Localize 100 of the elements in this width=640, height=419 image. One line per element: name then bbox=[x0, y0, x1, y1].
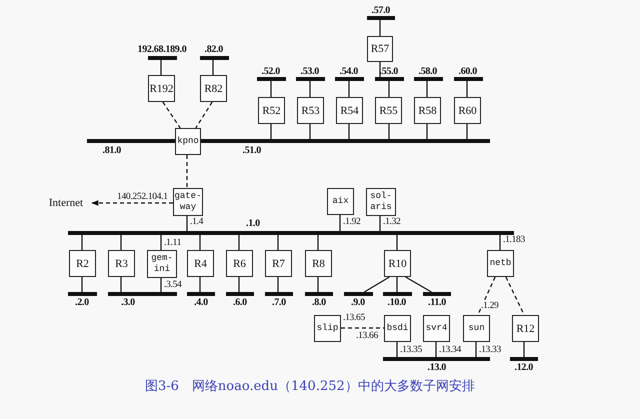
link-line bbox=[270, 124, 272, 139]
subnet-label: .9.0 bbox=[351, 297, 365, 308]
host-box: gem- ini bbox=[147, 250, 177, 278]
figure-caption: 图3-6 网络noao.edu（140.252）中的大多数子网安排 bbox=[145, 378, 475, 395]
subnet-label: .60.0 bbox=[458, 66, 478, 77]
address-label: .13.66 bbox=[356, 331, 378, 341]
edge-label: .13.35 bbox=[400, 345, 422, 355]
link-line bbox=[477, 276, 496, 316]
link-line bbox=[201, 139, 204, 143]
link-line bbox=[120, 277, 122, 292]
edge-label: .13.33 bbox=[479, 345, 501, 355]
subnet-label: .12.0 bbox=[514, 362, 534, 373]
link-line bbox=[172, 139, 175, 143]
link-line bbox=[475, 342, 477, 357]
host-box: R82 bbox=[200, 75, 227, 102]
subnet-label: .57.0 bbox=[372, 5, 390, 16]
edge-label: 140.252.104.1 bbox=[117, 192, 168, 202]
subnet-label: .55.0 bbox=[380, 66, 398, 77]
subnet-label: .58.0 bbox=[418, 66, 438, 77]
link-line bbox=[309, 81, 311, 97]
link-line bbox=[277, 235, 279, 250]
link-line bbox=[309, 124, 311, 139]
host-box: R2 bbox=[69, 250, 96, 277]
link-line bbox=[435, 342, 437, 357]
subnet-label: .54.0 bbox=[340, 66, 358, 77]
link-line bbox=[523, 342, 525, 357]
link-line bbox=[466, 124, 468, 139]
link-line bbox=[160, 60, 162, 75]
link-line bbox=[195, 102, 213, 128]
host-box: gate- way bbox=[173, 188, 203, 216]
subnet-label: 192.68.189.0 bbox=[138, 44, 186, 55]
address-label: .13.65 bbox=[343, 313, 365, 323]
edge-label: .13.34 bbox=[439, 345, 461, 355]
link-line bbox=[238, 277, 240, 292]
link-line bbox=[426, 124, 428, 139]
link-line bbox=[212, 60, 214, 75]
host-box: R57 bbox=[367, 36, 393, 62]
subnet-label: .51.0 bbox=[242, 145, 262, 156]
subnet-label: .81.0 bbox=[102, 145, 122, 156]
link-line bbox=[199, 277, 201, 292]
link-line bbox=[388, 124, 390, 139]
link-line bbox=[341, 327, 384, 329]
arrow bbox=[91, 200, 173, 206]
subnet-label: .13.0 bbox=[428, 362, 446, 373]
link-line bbox=[379, 216, 381, 231]
link-line bbox=[364, 276, 390, 293]
link-line bbox=[199, 235, 201, 250]
subnet-label: .53.0 bbox=[300, 66, 320, 77]
host-box: sun bbox=[463, 315, 490, 342]
edge-label: .1.11 bbox=[164, 238, 182, 248]
link-line bbox=[505, 276, 525, 316]
link-line bbox=[120, 235, 122, 250]
link-line bbox=[81, 277, 83, 292]
link-line bbox=[270, 81, 272, 97]
link-line bbox=[379, 20, 381, 36]
link-line bbox=[186, 216, 188, 231]
link-line bbox=[499, 235, 501, 250]
subnet-label: .4.0 bbox=[194, 297, 208, 308]
host-box: R52 bbox=[258, 97, 285, 124]
host-box: kpno bbox=[175, 128, 201, 155]
network-label: Internet bbox=[40, 196, 92, 210]
link-line bbox=[396, 235, 398, 250]
host-box: R6 bbox=[226, 250, 253, 277]
host-box: R4 bbox=[187, 250, 214, 277]
link-line bbox=[186, 155, 188, 188]
host-box: R3 bbox=[108, 250, 135, 277]
link-line bbox=[426, 81, 428, 97]
edge-label: .1.29 bbox=[481, 301, 499, 311]
edge-label: .1.183 bbox=[503, 235, 525, 245]
host-box: svr4 bbox=[423, 315, 450, 342]
link-line bbox=[348, 124, 350, 139]
link-line bbox=[388, 81, 390, 97]
host-box: R58 bbox=[414, 97, 441, 124]
link-line bbox=[81, 235, 83, 250]
link-line bbox=[317, 277, 319, 292]
subnet-label: .2.0 bbox=[75, 297, 89, 308]
host-box: aix bbox=[327, 188, 354, 215]
host-box: sol- aris bbox=[366, 188, 396, 216]
link-line bbox=[396, 342, 398, 357]
subnet-label: .1.0 bbox=[246, 218, 260, 229]
host-box: bsdi bbox=[384, 315, 411, 342]
link-line bbox=[277, 277, 279, 292]
subnet-label: .8.0 bbox=[312, 297, 326, 308]
host-box: R55 bbox=[375, 97, 402, 124]
subnet-label: .3.0 bbox=[121, 297, 135, 308]
host-box: R10 bbox=[384, 250, 411, 277]
host-box: R192 bbox=[148, 75, 175, 102]
host-box: R53 bbox=[297, 97, 324, 124]
link-line bbox=[238, 235, 240, 250]
subnet-label: .11.0 bbox=[428, 297, 446, 308]
subnet-label: .52.0 bbox=[262, 66, 280, 77]
link-line bbox=[162, 102, 181, 128]
link-line bbox=[466, 81, 468, 97]
host-box: R54 bbox=[336, 97, 363, 124]
link-line bbox=[317, 235, 319, 250]
edge-label: .1.92 bbox=[343, 217, 361, 227]
link-line bbox=[339, 215, 341, 231]
host-box: R7 bbox=[265, 250, 292, 277]
edge-label: .1.32 bbox=[383, 217, 401, 227]
edge-label: .1.4 bbox=[190, 217, 204, 227]
